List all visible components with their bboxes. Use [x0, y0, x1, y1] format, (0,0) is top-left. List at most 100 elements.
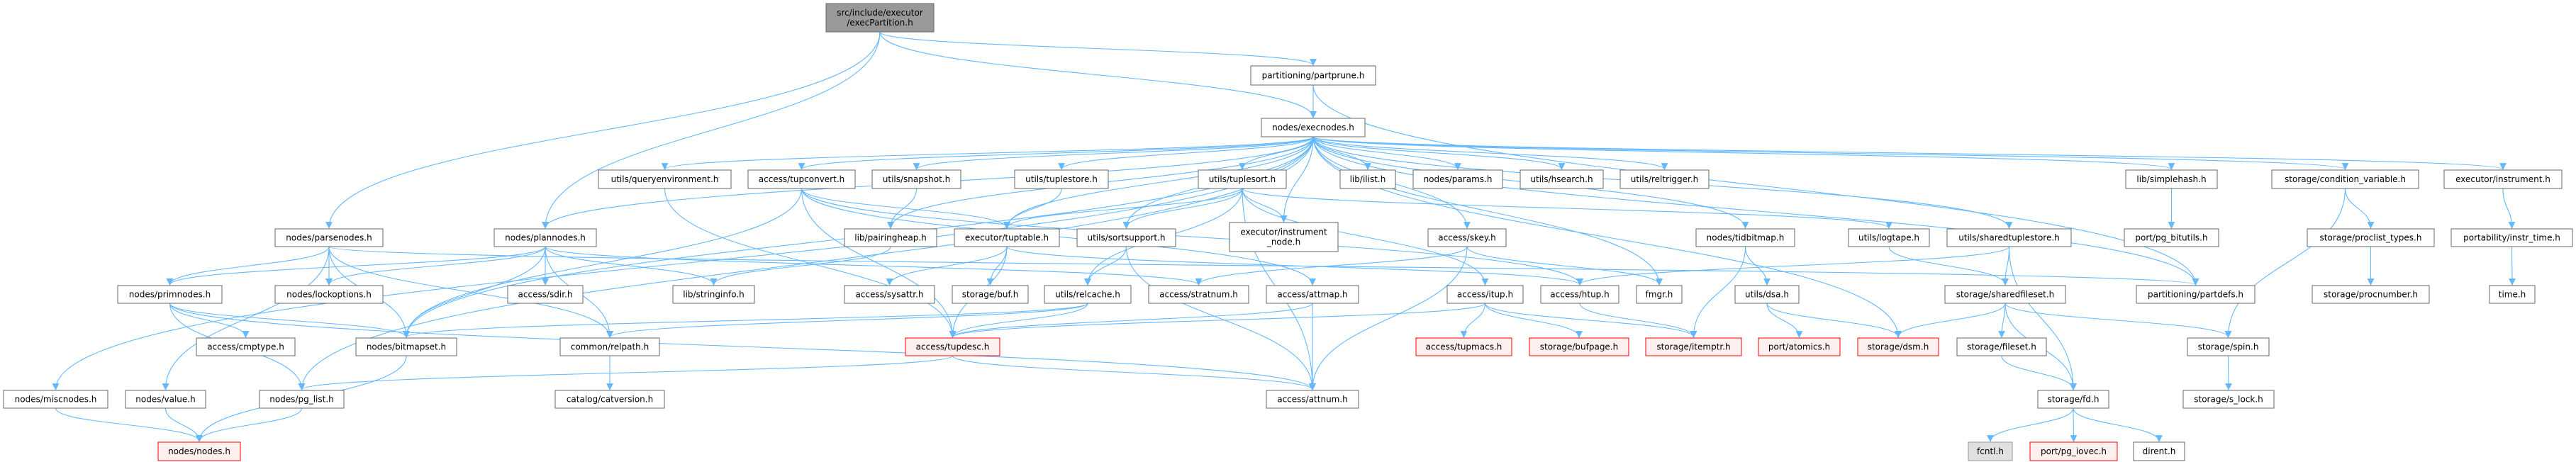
node-nodes-plannodes-h[interactable]: nodes/plannodes.h	[494, 228, 597, 247]
node-nodes-nodes-h[interactable]: nodes/nodes.h	[157, 441, 241, 461]
node-nodes-pg-list-h[interactable]: nodes/pg_list.h	[259, 390, 345, 409]
node-time-h[interactable]: time.h	[2489, 285, 2536, 304]
node-nodes-params-h[interactable]: nodes/params.h	[1412, 169, 1503, 189]
node-label: utils/reltrigger.h	[1631, 174, 1699, 184]
node-fcntl-h[interactable]: fcntl.h	[1968, 441, 2013, 461]
node-box	[3, 390, 108, 409]
node-storage-fileset-h[interactable]: storage/fileset.h	[1956, 337, 2047, 356]
node-access-attnum-h[interactable]: access/attnum.h	[1266, 390, 1359, 409]
node-access-tupconvert-h[interactable]: access/tupconvert.h	[747, 169, 856, 189]
node-utils-sortsupport-h[interactable]: utils/sortsupport.h	[1076, 228, 1176, 247]
node-utils-tuplestore-h[interactable]: utils/tuplestore.h	[1014, 169, 1109, 189]
node-label: _node.h	[1266, 237, 1300, 247]
node-storage-fd-h[interactable]: storage/fd.h	[2037, 390, 2109, 409]
node-storage-bufpage-h[interactable]: storage/bufpage.h	[1529, 337, 1629, 356]
node-label: port/pg_bitutils.h	[2135, 233, 2207, 243]
node-access-attmap-h[interactable]: access/attmap.h	[1266, 285, 1359, 304]
node-access-htup-h[interactable]: access/htup.h	[1540, 285, 1619, 304]
node-access-itup-h[interactable]: access/itup.h	[1446, 285, 1524, 304]
node-storage-s-lock-h[interactable]: storage/s_lock.h	[2182, 390, 2275, 409]
node-common-relpath-h[interactable]: common/relpath.h	[559, 337, 660, 356]
node-utils-queryenvironment-h[interactable]: utils/queryenvironment.h	[598, 169, 732, 189]
node-partitioning-partprune-h[interactable]: partitioning/partprune.h	[1250, 65, 1376, 86]
node-storage-spin-h[interactable]: storage/spin.h	[2187, 337, 2270, 356]
node-label: storage/dsm.h	[1868, 342, 1929, 352]
node-box	[1636, 285, 1683, 304]
node-storage-dsm-h[interactable]: storage/dsm.h	[1857, 337, 1939, 356]
node-utils-logtape-h[interactable]: utils/logtape.h	[1848, 228, 1930, 247]
node-label: utils/queryenvironment.h	[611, 174, 719, 184]
node-lib-stringinfo-h[interactable]: lib/stringinfo.h	[672, 285, 755, 304]
node-label: access/attmap.h	[1277, 290, 1347, 300]
node-executor-instrument-h[interactable]: executor/instrument.h	[2443, 169, 2563, 189]
node-label: port/atomics.h	[1768, 342, 1830, 352]
node-box	[2182, 390, 2275, 409]
node-src-include-executor-execpartition-h[interactable]: src/include/executor/execPartition.h	[825, 3, 935, 33]
node-nodes-bitmapset-h[interactable]: nodes/bitmapset.h	[355, 337, 457, 356]
edge-tuplesort-to-tuptable	[1003, 188, 1243, 229]
edge-root-to-parsenodes	[325, 31, 881, 229]
node-executor-instrument-node-h[interactable]: executor/instrument_node.h	[1229, 222, 1339, 252]
node-label: access/attnum.h	[1277, 395, 1348, 405]
node-access-cmptype-h[interactable]: access/cmptype.h	[196, 337, 296, 356]
node-port-pg-bitutils-h[interactable]: port/pg_bitutils.h	[2124, 228, 2219, 247]
node-label: storage/bufpage.h	[1540, 342, 1618, 352]
node-nodes-execnodes-h[interactable]: nodes/execnodes.h	[1261, 118, 1366, 137]
node-access-tupmacs-h[interactable]: access/tupmacs.h	[1415, 337, 1512, 356]
node-executor-tuptable-h[interactable]: executor/tuptable.h	[954, 228, 1060, 247]
node-utils-tuplesort-h[interactable]: utils/tuplesort.h	[1198, 169, 1287, 189]
node-catalog-catversion-h[interactable]: catalog/catversion.h	[554, 390, 665, 409]
edge-tupconvert-to-tuptable	[801, 188, 1010, 229]
node-fmgr-h[interactable]: fmgr.h	[1636, 285, 1683, 304]
node-utils-reltrigger-h[interactable]: utils/reltrigger.h	[1619, 169, 1710, 189]
node-label: nodes/execnodes.h	[1272, 123, 1354, 133]
edge-execnodes-to-hsearch	[1312, 136, 1566, 170]
edge-instrument-to-instrtime	[2502, 188, 2516, 229]
node-access-sdir-h[interactable]: access/sdir.h	[507, 285, 584, 304]
node-access-skey-h[interactable]: access/skey.h	[1427, 228, 1507, 247]
node-storage-procnumber-h[interactable]: storage/procnumber.h	[2312, 285, 2430, 304]
node-storage-buf-h[interactable]: storage/buf.h	[952, 285, 1029, 304]
node-box	[1734, 285, 1800, 304]
edge-queryenv-to-tupdesc	[664, 188, 957, 338]
node-partitioning-partdefs-h[interactable]: partitioning/partdefs.h	[2136, 285, 2256, 304]
node-port-atomics-h[interactable]: port/atomics.h	[1758, 337, 1841, 356]
node-lib-pairingheap-h[interactable]: lib/pairingheap.h	[844, 228, 937, 247]
node-box	[1619, 169, 1710, 189]
node-nodes-value-h[interactable]: nodes/value.h	[125, 390, 206, 409]
node-nodes-tidbitmap-h[interactable]: nodes/tidbitmap.h	[1695, 228, 1795, 247]
node-label: access/stratnum.h	[1159, 290, 1238, 300]
node-nodes-primnodes-h[interactable]: nodes/primnodes.h	[117, 285, 223, 304]
node-storage-condition-variable-h[interactable]: storage/condition_variable.h	[2271, 169, 2419, 189]
node-label: nodes/parsenodes.h	[286, 233, 372, 243]
node-access-stratnum-h[interactable]: access/stratnum.h	[1148, 285, 1249, 304]
node-box	[274, 228, 384, 247]
node-utils-snapshot-h[interactable]: utils/snapshot.h	[871, 169, 961, 189]
node-box	[672, 285, 755, 304]
node-access-sysattr-h[interactable]: access/sysattr.h	[844, 285, 935, 304]
node-nodes-parsenodes-h[interactable]: nodes/parsenodes.h	[274, 228, 384, 247]
edge-execnodes-to-fmgr	[1312, 136, 1663, 286]
node-nodes-miscnodes-h[interactable]: nodes/miscnodes.h	[3, 390, 108, 409]
node-nodes-lockoptions-h[interactable]: nodes/lockoptions.h	[274, 285, 384, 304]
node-utils-dsa-h[interactable]: utils/dsa.h	[1734, 285, 1800, 304]
edge-tupconvert-to-htup	[801, 188, 1583, 286]
node-portability-instr-time-h[interactable]: portability/instr_time.h	[2450, 228, 2573, 247]
edge-pglist-to-nodes	[196, 407, 303, 442]
node-box	[554, 390, 665, 409]
node-storage-itemptr-h[interactable]: storage/itemptr.h	[1645, 337, 1742, 356]
node-access-tupdesc-h[interactable]: access/tupdesc.h	[905, 337, 1000, 356]
node-lib-ilist-h[interactable]: lib/ilist.h	[1339, 169, 1396, 189]
edge-execnodes-to-tuptable	[1003, 136, 1314, 229]
edge-sharedtuplestore-to-sharedfileset	[2002, 246, 2010, 286]
node-utils-sharedtuplestore-h[interactable]: utils/sharedtuplestore.h	[1946, 228, 2072, 247]
node-label: storage/fd.h	[2048, 395, 2100, 405]
node-utils-relcache-h[interactable]: utils/relcache.h	[1044, 285, 1132, 304]
node-dirent-h[interactable]: dirent.h	[2133, 441, 2185, 461]
node-box	[1695, 228, 1795, 247]
node-storage-sharedfileset-h[interactable]: storage/sharedfileset.h	[1944, 285, 2066, 304]
node-lib-simplehash-h[interactable]: lib/simplehash.h	[2125, 169, 2218, 189]
node-utils-hsearch-h[interactable]: utils/hsearch.h	[1520, 169, 1604, 189]
node-port-pg-iovec-h[interactable]: port/pg_iovec.h	[2029, 441, 2118, 461]
node-storage-proclist-types-h[interactable]: storage/proclist_types.h	[2307, 228, 2435, 247]
